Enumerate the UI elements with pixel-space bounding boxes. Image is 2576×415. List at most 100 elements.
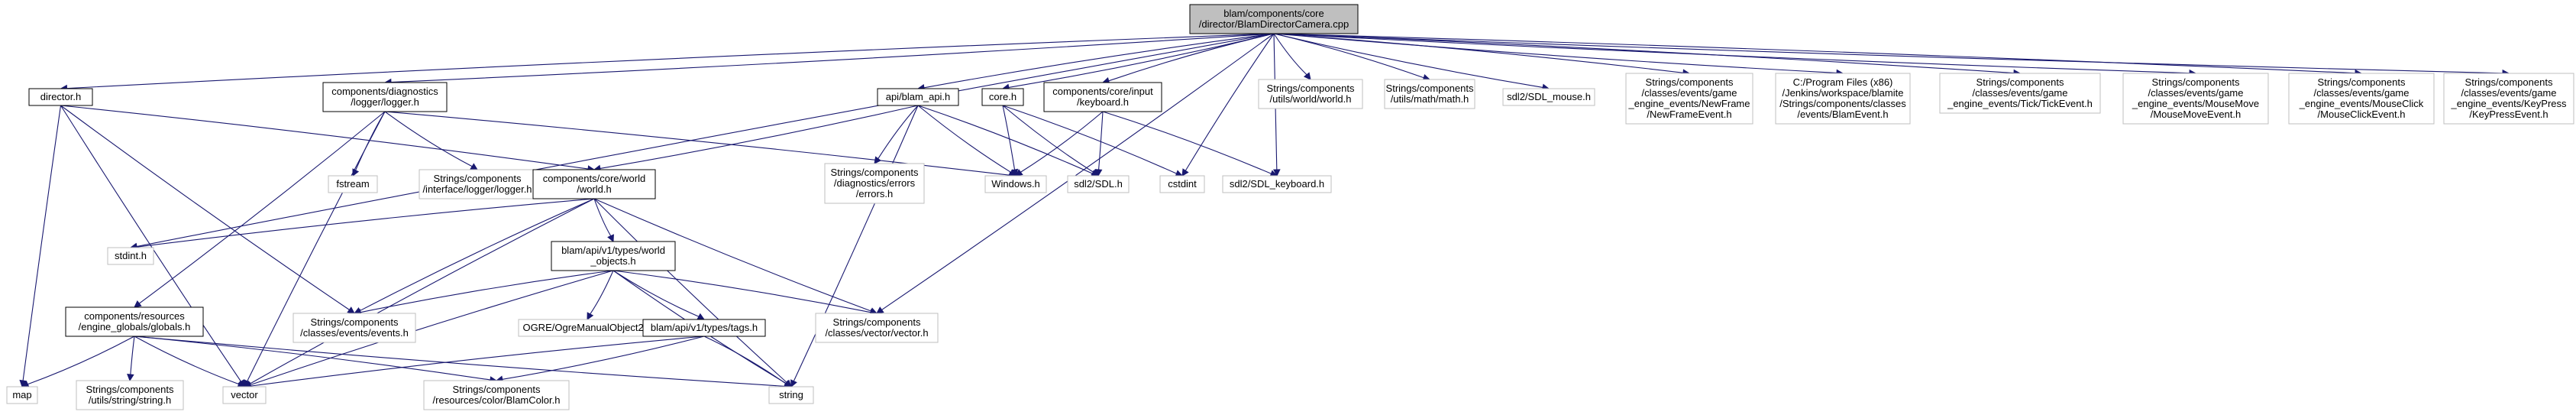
node-vector_h: Strings/components/classes/vector/vector… [815, 313, 939, 343]
node-box [1384, 79, 1475, 109]
node-box [2443, 73, 2574, 125]
node-blamevent_h: C:/Program Files (x86)/Jenkins/workspace… [1775, 73, 1911, 125]
node-label-line: Strings/components [453, 384, 541, 395]
edge-arrowhead [874, 156, 881, 164]
node-label-line: /keyboard.h [1077, 96, 1129, 108]
node-keyboard_h[interactable]: components/core/input/keyboard.h [1043, 82, 1162, 112]
edge-arrowhead [347, 306, 355, 314]
node-box [28, 88, 93, 106]
node-box [1159, 175, 1205, 193]
node-label-line: /events/BlamEvent.h [1797, 109, 1888, 120]
node-label-line: /classes/events/game [2148, 87, 2243, 99]
node-mouseclick_h: Strings/components/classes/events/game_e… [2288, 73, 2435, 125]
edge-blam_api_h-to-sdl_h [917, 105, 1100, 177]
edge-line [1273, 33, 1837, 73]
edge-line [1020, 111, 1104, 173]
node-string_h: Strings/components/utils/string/string.h [76, 380, 184, 410]
edge-line [22, 105, 62, 381]
edge-line [134, 336, 239, 385]
node-world_objects_h[interactable]: blam/api/v1/types/world_objects.h [551, 241, 676, 271]
node-label-line: /Jenkins/workspace/blamite [1783, 87, 1904, 99]
node-box [293, 313, 416, 343]
node-core_world_h[interactable]: components/core/world/world.h [532, 169, 656, 199]
edge-globals_h-to-map [21, 336, 135, 387]
edge-line [1002, 105, 1094, 173]
node-label-line: vector [231, 389, 258, 400]
edge-core_h-to-sdl_h [1002, 105, 1099, 177]
node-sdl_mouse_h: sdl2/SDL_mouse.h [1502, 88, 1595, 106]
node-box [322, 82, 448, 112]
node-box [2288, 73, 2435, 125]
node-label-line: /engine_globals/globals.h [79, 321, 191, 332]
edge-line [390, 33, 1275, 83]
node-box [1258, 79, 1363, 109]
edge-line [1273, 33, 1684, 73]
edge-arrowhead [127, 374, 134, 382]
node-box [1043, 82, 1162, 112]
edge-line [1102, 111, 1272, 174]
node-box [877, 88, 959, 106]
edge-line [1273, 33, 1543, 88]
node-errors_h: Strings/components/diagnostics/errors/er… [824, 163, 925, 204]
nodes-layer: blam/components/core/director/BlamDirect… [6, 4, 2574, 410]
node-label-line: Strings/components [831, 167, 919, 178]
node-label-line: blam/api/v1/types/tags.h [651, 322, 758, 333]
edge-line [60, 105, 242, 382]
node-keypress_h: Strings/components/classes/events/game_e… [2443, 73, 2574, 125]
node-fstream: fstream [328, 175, 378, 193]
node-label-line: _engine_events/MouseMove [2132, 98, 2259, 109]
node-label-line: Strings/components [86, 384, 174, 395]
node-box [981, 88, 1024, 106]
node-cstdint: cstdint [1159, 175, 1205, 193]
node-label-line: sdl2/SDL_keyboard.h [1230, 178, 1324, 190]
edge-line [923, 33, 1275, 89]
node-blam_api_h[interactable]: api/blam_api.h [877, 88, 959, 106]
edge-root-to-keyboard_h [1101, 33, 1275, 85]
node-mousemove_h: Strings/components/classes/events/game_e… [2122, 73, 2269, 125]
edge-globals_h-to-string_h [127, 336, 135, 382]
node-label-line: /Strings/components/classes [1779, 98, 1906, 109]
edge-keyboard_h-to-windows_h [1015, 111, 1104, 177]
edge-line [612, 270, 700, 317]
edge-root-to-vector_h [876, 33, 1275, 314]
node-core_h[interactable]: core.h [981, 88, 1024, 106]
edge-arrowhead [1181, 168, 1189, 177]
node-label-line: Strings/components [1976, 76, 2064, 88]
edge-blam_api_h-to-errors_h [874, 105, 919, 164]
edge-line [250, 270, 614, 386]
edge-tags_h-to-string [703, 336, 792, 387]
node-tags_h[interactable]: blam/api/v1/types/tags.h [642, 319, 766, 337]
node-logger_h[interactable]: components/diagnostics/logger/logger.h [322, 82, 448, 112]
node-label-line: /classes/vector/vector.h [825, 327, 928, 339]
edge-blam_api_h-to-core_world_h [593, 105, 919, 173]
node-box [1067, 175, 1130, 193]
node-label-line: blam/api/v1/types/world [561, 245, 665, 256]
edge-root-to-logger_h [383, 33, 1275, 86]
edge-line [250, 336, 705, 387]
node-director_h[interactable]: director.h [28, 88, 93, 106]
edge-arrowhead [1303, 72, 1311, 80]
edge-line [136, 198, 595, 248]
edge-blam_api_h-to-windows_h [917, 105, 1017, 177]
node-box [532, 169, 656, 199]
node-label-line: /logger/logger.h [351, 96, 419, 108]
edge-line [1273, 33, 2356, 74]
node-globals_h[interactable]: components/resources/engine_globals/glob… [65, 306, 204, 337]
node-box [328, 175, 378, 193]
node-root[interactable]: blam/components/core/director/BlamDirect… [1189, 4, 1359, 34]
node-label-line: _engine_events/KeyPress [2450, 98, 2567, 109]
node-box [1775, 73, 1911, 125]
edge-line [1002, 105, 1016, 170]
edge-line [60, 105, 589, 170]
edge-director_h-to-core_world_h [60, 105, 596, 173]
node-label-line: Strings/components [833, 316, 921, 328]
edge-arrowhead [134, 300, 142, 308]
node-box [1222, 175, 1332, 193]
node-label-line: /utils/math/math.h [1391, 93, 1469, 105]
edge-line [1098, 111, 1104, 170]
edge-line [1273, 33, 2190, 74]
node-i_logger_h: Strings/components/interface/logger/logg… [419, 169, 536, 199]
node-box [222, 386, 267, 404]
node-label-line: _engine_events/MouseClick [2299, 98, 2424, 109]
node-tick_h: Strings/components/classes/events/game_e… [1939, 73, 2101, 114]
